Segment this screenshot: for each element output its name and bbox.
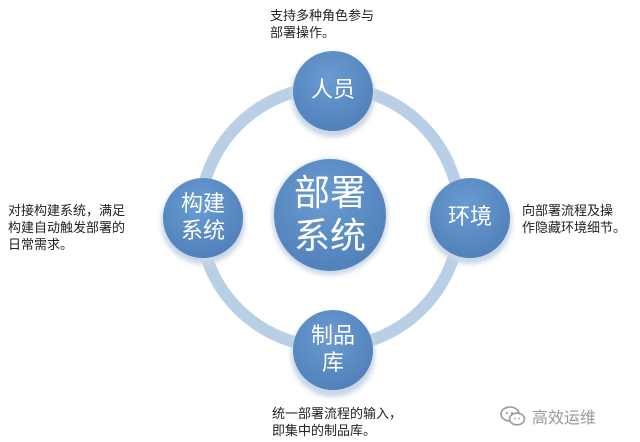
description-top: 支持多种角色参与 部署操作。: [270, 9, 375, 41]
center-label-line-1: 部署: [293, 172, 366, 214]
node-top-label: 人员: [293, 51, 373, 131]
node-left-line-1: 构建: [180, 191, 225, 217]
center-node-label: 部署 系统: [274, 159, 386, 271]
watermark: 高效运维: [500, 404, 596, 428]
node-left-label: 构建 系统: [163, 178, 243, 258]
node-bottom-circle: [293, 310, 373, 390]
node-right-text: 环境: [447, 205, 492, 231]
center-label-line-2: 系统: [293, 216, 366, 257]
node-bottom-line-1: 制品: [310, 323, 355, 349]
node-bottom-line-2: 库: [321, 351, 344, 376]
node-right-label: 环境: [430, 178, 510, 258]
watermark-text: 高效运维: [532, 408, 597, 427]
description-left: 对接构建系统，满足 构建自动触发部署的 日常需求。: [8, 204, 126, 253]
node-bottom-label: 制品 库: [293, 310, 373, 390]
node-left-circle: [163, 178, 243, 258]
center-node-circle: [274, 159, 386, 271]
node-left-line-2: 系统: [180, 219, 225, 244]
description-bottom: 统一部署流程的输入， 即集中的制品库。: [272, 407, 403, 439]
wechat-icon: [500, 406, 526, 426]
node-right-circle: [430, 178, 510, 258]
node-top-text: 人员: [310, 78, 355, 104]
description-right: 向部署流程及操 作隐藏环境细节。: [522, 204, 627, 236]
node-top-circle: [293, 51, 373, 131]
